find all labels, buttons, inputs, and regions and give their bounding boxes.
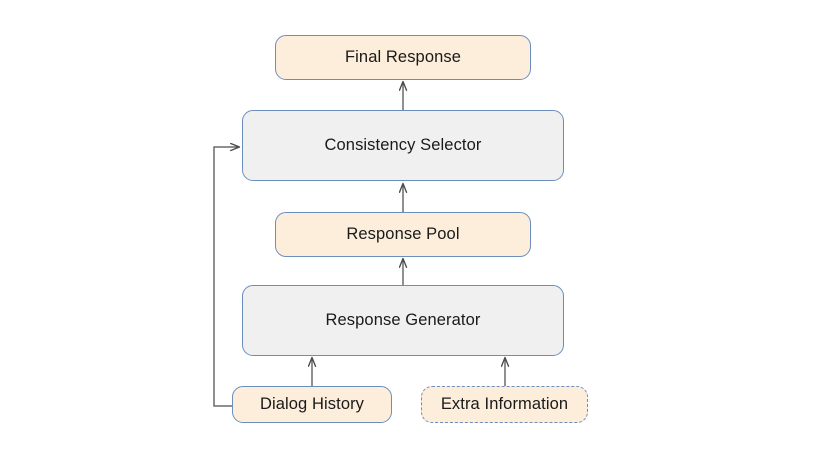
edge-dialog-to-selector [213,147,239,407]
node-response-pool[interactable]: Response Pool [275,212,531,257]
node-consistency-selector-label: Consistency Selector [324,135,482,154]
node-response-pool-label: Response Pool [346,224,460,243]
node-final-response[interactable]: Final Response [275,35,531,80]
node-response-generator-label: Response Generator [325,310,481,329]
node-consistency-selector[interactable]: Consistency Selector [242,110,564,181]
node-final-response-label: Final Response [344,47,462,66]
node-extra-information[interactable]: Extra Information [421,386,588,423]
node-dialog-history[interactable]: Dialog History [232,386,392,423]
node-extra-information-label: Extra Information [440,394,569,413]
node-response-generator[interactable]: Response Generator [242,285,564,356]
node-dialog-history-label: Dialog History [259,394,365,413]
